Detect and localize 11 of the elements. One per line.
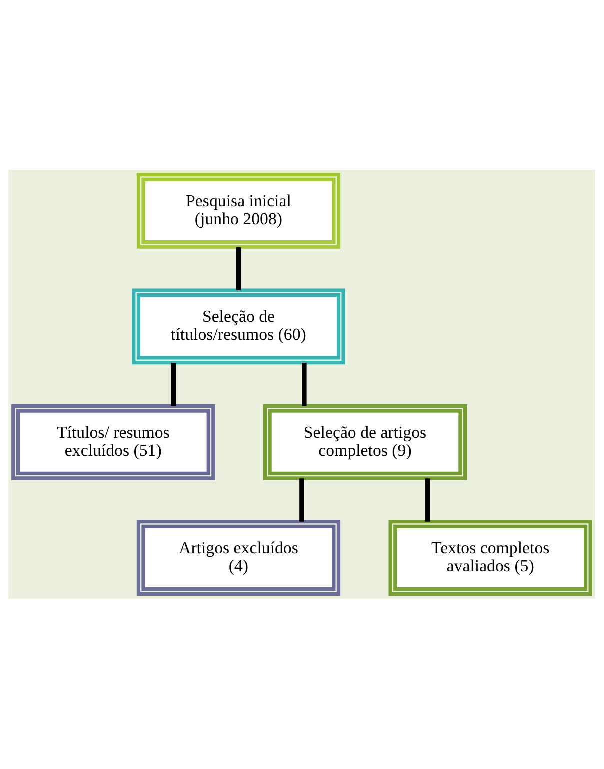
connector	[171, 362, 176, 406]
node-box: Textos completos avaliados (5)	[388, 520, 592, 596]
node-box: Títulos/ resumos excluídos (51)	[12, 404, 216, 480]
connector	[300, 478, 304, 522]
connector	[426, 478, 430, 522]
node-box: Artigos excluídos (4)	[136, 520, 341, 596]
node-box: Seleção de artigos completos (9)	[263, 404, 468, 480]
node-box: Pesquisa inicial (junho 2008)	[136, 173, 341, 249]
connector	[236, 247, 242, 290]
connector	[302, 362, 307, 406]
node-box: Seleção de títulos/resumos (60)	[132, 288, 346, 365]
